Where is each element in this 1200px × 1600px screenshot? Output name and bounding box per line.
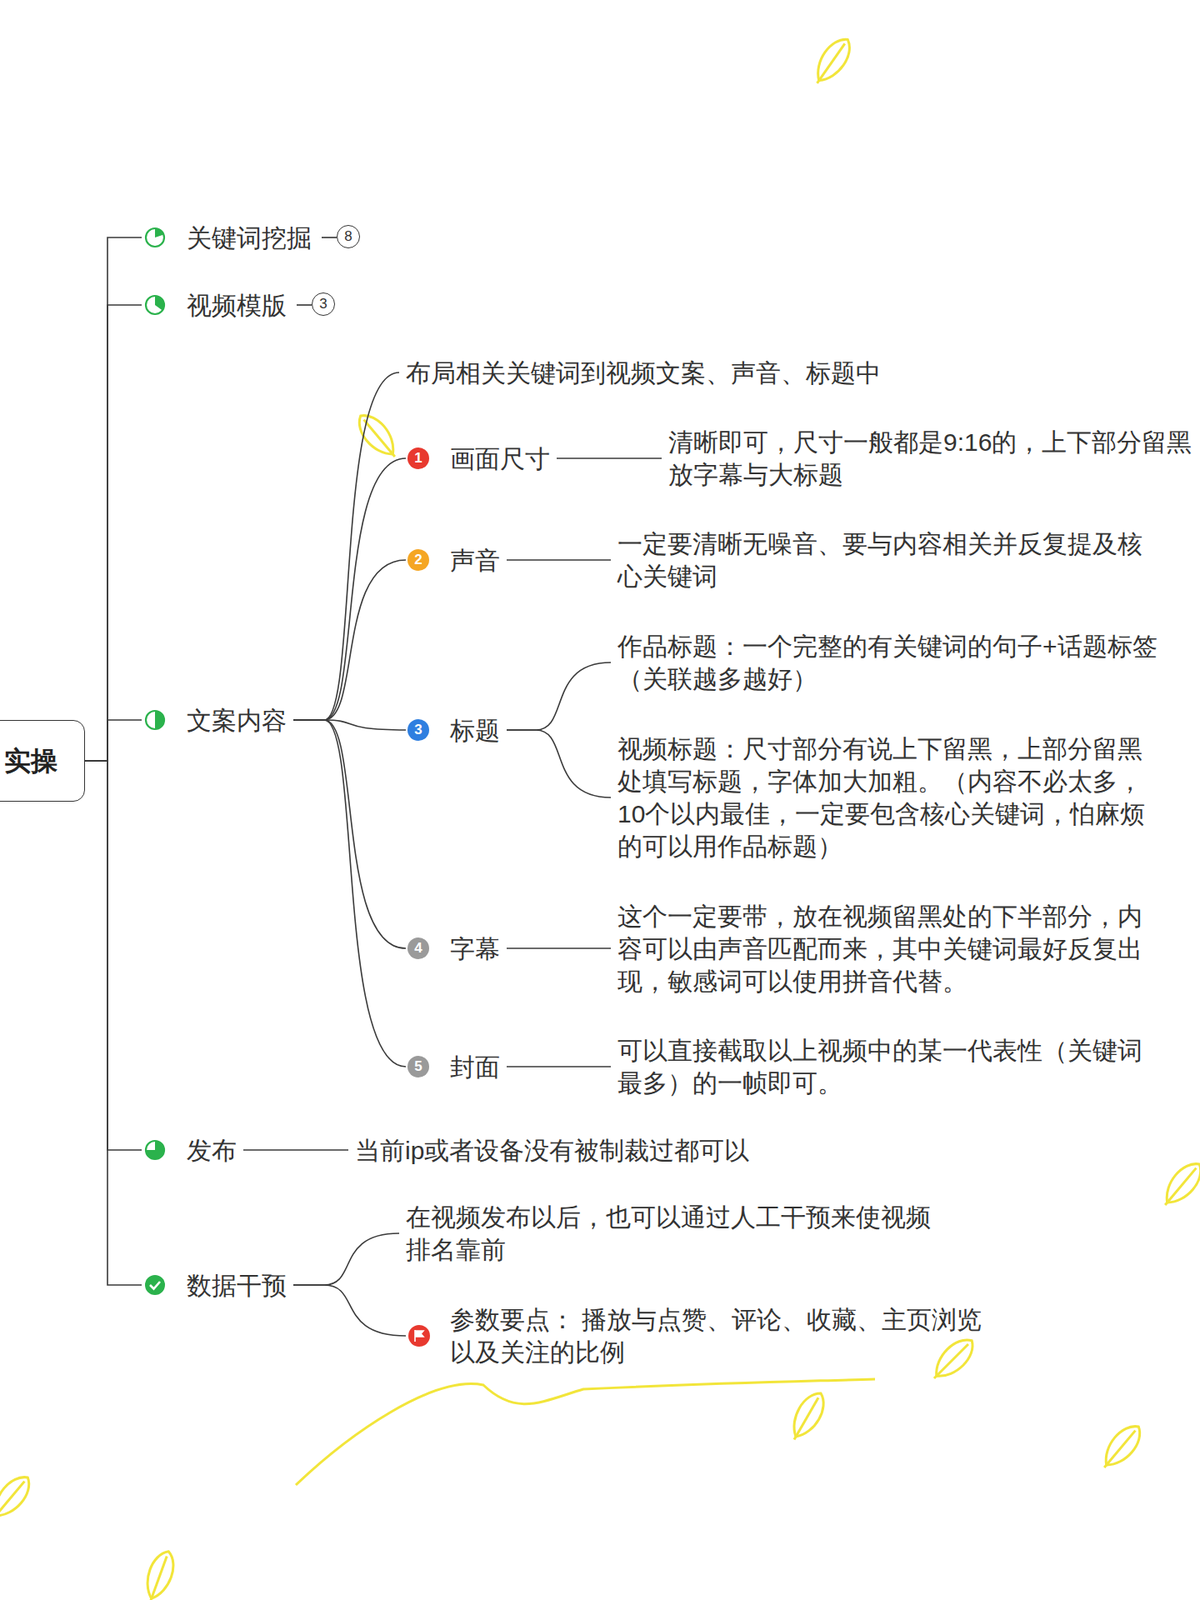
root-topic: 实操	[0, 720, 85, 802]
topic-text: 视频标题：尺寸部分有说上下留黑，上部分留黑处填写标题，字体加大加粗。（内容不必太…	[617, 732, 1160, 863]
sub-topic: 封面 5	[405, 1047, 507, 1087]
topic-text: 作品标题：一个完整的有关键词的句子+话题标签（关联越多越好）	[617, 630, 1160, 695]
sub-topic: 字幕 4	[405, 929, 507, 969]
branch-line	[506, 1065, 611, 1068]
leaf	[925, 1332, 980, 1386]
leaf	[807, 33, 857, 90]
topic-text: 文案内容	[186, 704, 287, 737]
detail-text: 一定要清晰无噪音、要与内容相关并反复提及核心关键词	[610, 524, 1166, 596]
main-topic: 视频模版	[141, 285, 294, 325]
branch-line	[293, 372, 400, 720]
detail-text: 可以直接截取以上视频中的某一代表性（关键词最多）的一帧即可。	[610, 1030, 1166, 1103]
detail-text: 清晰即可，尺寸一般都是9:16的，上下部分留黑放字幕与大标题	[661, 422, 1200, 495]
topic-text: 一定要清晰无噪音、要与内容相关并反复提及核心关键词	[617, 527, 1160, 593]
note-topic: 布局相关关键词到视频文案、声音、标题中	[399, 353, 888, 393]
leaf	[0, 1470, 37, 1525]
topic-text: 封面	[450, 1050, 500, 1084]
branch-line	[506, 662, 611, 730]
leaf	[1095, 1419, 1148, 1475]
count-badge: 3	[311, 292, 335, 316]
branch-line	[85, 720, 142, 761]
progress-icon	[143, 293, 167, 317]
detail-text: 这个一定要带，放在视频留黑处的下半部分，内容可以由声音匹配而来，其中关键词最好反…	[610, 896, 1166, 1001]
topic-text: 字幕	[450, 932, 500, 965]
branch-line	[506, 947, 611, 950]
topic-text: 在视频发布以后，也可以通过人工干预来使视频排名靠前	[405, 1200, 948, 1266]
branch-line	[556, 457, 662, 460]
branch-line	[293, 560, 406, 720]
count-badge: 8	[336, 225, 360, 249]
detail-text: 作品标题：一个完整的有关键词的句子+话题标签（关联越多越好）	[610, 626, 1166, 699]
topic-text: 可以直接截取以上视频中的某一代表性（关键词最多）的一帧即可。	[617, 1034, 1160, 1100]
callout-number: 5	[407, 1055, 430, 1078]
topic-text: 清晰即可，尺寸一般都是9:16的，上下部分留黑放字幕与大标题	[668, 425, 1194, 491]
branch-line	[293, 1285, 406, 1336]
branch-line	[243, 1149, 349, 1151]
callout-number: 1	[407, 447, 430, 470]
main-topic: 发布	[141, 1130, 244, 1170]
flag-topic: 参数要点： 播放与点赞、评论、收藏、主页浏览以及关注的比例	[405, 1300, 999, 1372]
branch-line	[85, 760, 142, 1150]
main-topic: 文案内容	[141, 700, 294, 740]
topic-text: 数据干预	[186, 1269, 287, 1302]
branch-line	[293, 720, 406, 730]
main-topic: 关键词挖掘	[141, 218, 319, 258]
topic-text: 实操	[4, 745, 58, 778]
branch-line	[85, 237, 142, 761]
squiggle	[295, 1379, 875, 1485]
topic-text: 标题	[450, 714, 500, 747]
flag-icon	[407, 1324, 431, 1348]
topic-text: 发布	[186, 1134, 237, 1167]
detail-text: 视频标题：尺寸部分有说上下留黑，上部分留黑处填写标题，字体加大加粗。（内容不必太…	[610, 729, 1166, 866]
branch-line	[293, 720, 406, 949]
topic-text: 这个一定要带，放在视频留黑处的下半部分，内容可以由声音匹配而来，其中关键词最好反…	[617, 900, 1160, 998]
progress-icon	[143, 225, 167, 250]
callout-number: 4	[407, 937, 430, 960]
branch-line	[293, 1233, 400, 1285]
done-icon	[143, 1273, 167, 1297]
detail-text: 当前ip或者设备没有被制裁过都可以	[348, 1130, 756, 1170]
progress-icon	[143, 1138, 167, 1162]
badge-tick	[321, 236, 337, 239]
sub-topic: 声音 2	[405, 540, 507, 580]
leaf	[140, 1547, 180, 1600]
callout-number: 2	[407, 549, 430, 571]
sub-topic: 标题 3	[405, 710, 507, 750]
branch-line	[293, 720, 406, 1067]
badge-tick	[296, 304, 312, 306]
topic-text: 参数要点： 播放与点赞、评论、收藏、主页浏览以及关注的比例	[450, 1303, 992, 1369]
leaf	[784, 1387, 830, 1445]
sub-topic: 画面尺寸 1	[405, 439, 557, 479]
topic-text: 布局相关关键词到视频文案、声音、标题中	[405, 356, 881, 390]
topic-text: 当前ip或者设备没有被制裁过都可以	[355, 1134, 750, 1167]
main-topic: 数据干预	[141, 1265, 294, 1305]
branch-line	[85, 760, 142, 1285]
topic-text: 关键词挖掘	[186, 221, 312, 255]
progress-icon	[143, 708, 167, 732]
note-topic: 在视频发布以后，也可以通过人工干预来使视频排名靠前	[399, 1197, 955, 1270]
leaf	[1156, 1156, 1200, 1212]
callout-number: 3	[407, 719, 430, 741]
topic-text: 画面尺寸	[450, 442, 550, 475]
branch-line	[85, 305, 142, 761]
branch-line	[506, 730, 611, 798]
topic-text: 视频模版	[186, 289, 287, 322]
branch-line	[293, 458, 406, 720]
topic-text: 声音	[450, 544, 500, 577]
branch-line	[506, 559, 611, 561]
